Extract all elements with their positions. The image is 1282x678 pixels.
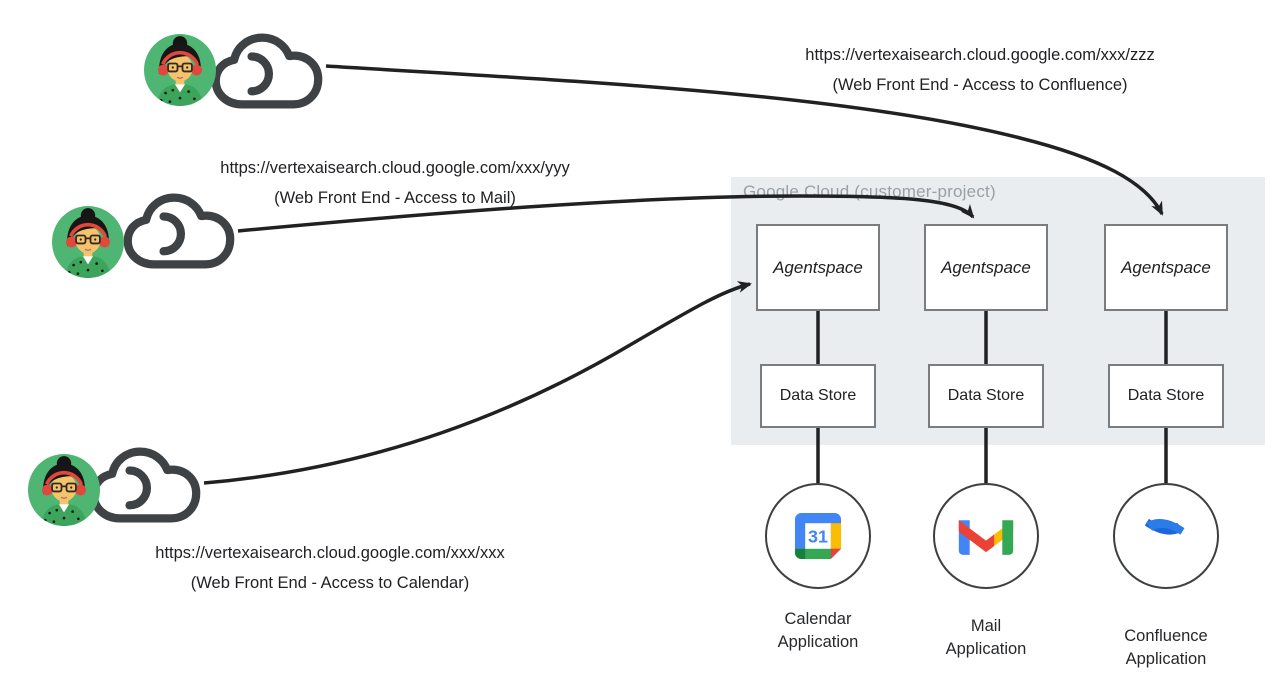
google-calendar-icon: 31	[794, 512, 842, 560]
datastore-label: Data Store	[1127, 387, 1205, 404]
cloud-icon	[84, 442, 206, 533]
agentspace-label: Agentspace	[941, 257, 1031, 277]
confluence-app-label: Confluence Application	[1124, 627, 1208, 668]
url-caption: (Web Front End - Access to Calendar)	[190, 573, 470, 592]
datastore-label: Data Store	[947, 387, 1025, 404]
calendar-app-label: Calendar Application	[777, 610, 859, 651]
arrow-calendar-user-to-agentspace	[203, 281, 752, 485]
datastore-box-calendar: Data Store	[760, 364, 876, 428]
mail-app-circle	[933, 483, 1039, 589]
agentspace-label: Agentspace	[773, 257, 863, 277]
url-caption: (Web Front End - Access to Confluence)	[832, 75, 1128, 94]
calendar-app-circle: 31	[765, 483, 871, 589]
google-cloud-panel-title: Google Cloud (customer-project)	[743, 182, 996, 201]
cloud-icon	[206, 28, 328, 119]
datastore-label: Data Store	[779, 387, 857, 404]
confluence-icon	[1144, 518, 1185, 535]
user-avatar-calendar	[28, 454, 100, 531]
agentspace-label: Agentspace	[1121, 257, 1211, 277]
gmail-icon	[958, 519, 1014, 555]
url-block-calendar: https://vertexaisearch.cloud.google.com/…	[90, 539, 570, 598]
agentspace-box-mail: Agentspace	[924, 224, 1048, 311]
url-text: https://vertexaisearch.cloud.google.com/…	[220, 159, 570, 177]
agentspace-box-calendar: Agentspace	[756, 224, 880, 311]
user-avatar-mail	[52, 206, 124, 283]
datastore-box-confluence: Data Store	[1108, 364, 1224, 428]
url-block-confluence: https://vertexaisearch.cloud.google.com/…	[740, 41, 1220, 100]
user-avatar-confluence	[144, 34, 216, 111]
agentspace-box-confluence: Agentspace	[1104, 224, 1228, 311]
mail-app-label: Mail Application	[945, 617, 1027, 658]
cloud-icon	[118, 188, 240, 279]
datastore-box-mail: Data Store	[928, 364, 1044, 428]
url-text: https://vertexaisearch.cloud.google.com/…	[805, 46, 1155, 64]
calendar-day-text: 31	[808, 526, 828, 546]
confluence-app-circle	[1113, 483, 1219, 589]
url-text: https://vertexaisearch.cloud.google.com/…	[155, 544, 505, 562]
